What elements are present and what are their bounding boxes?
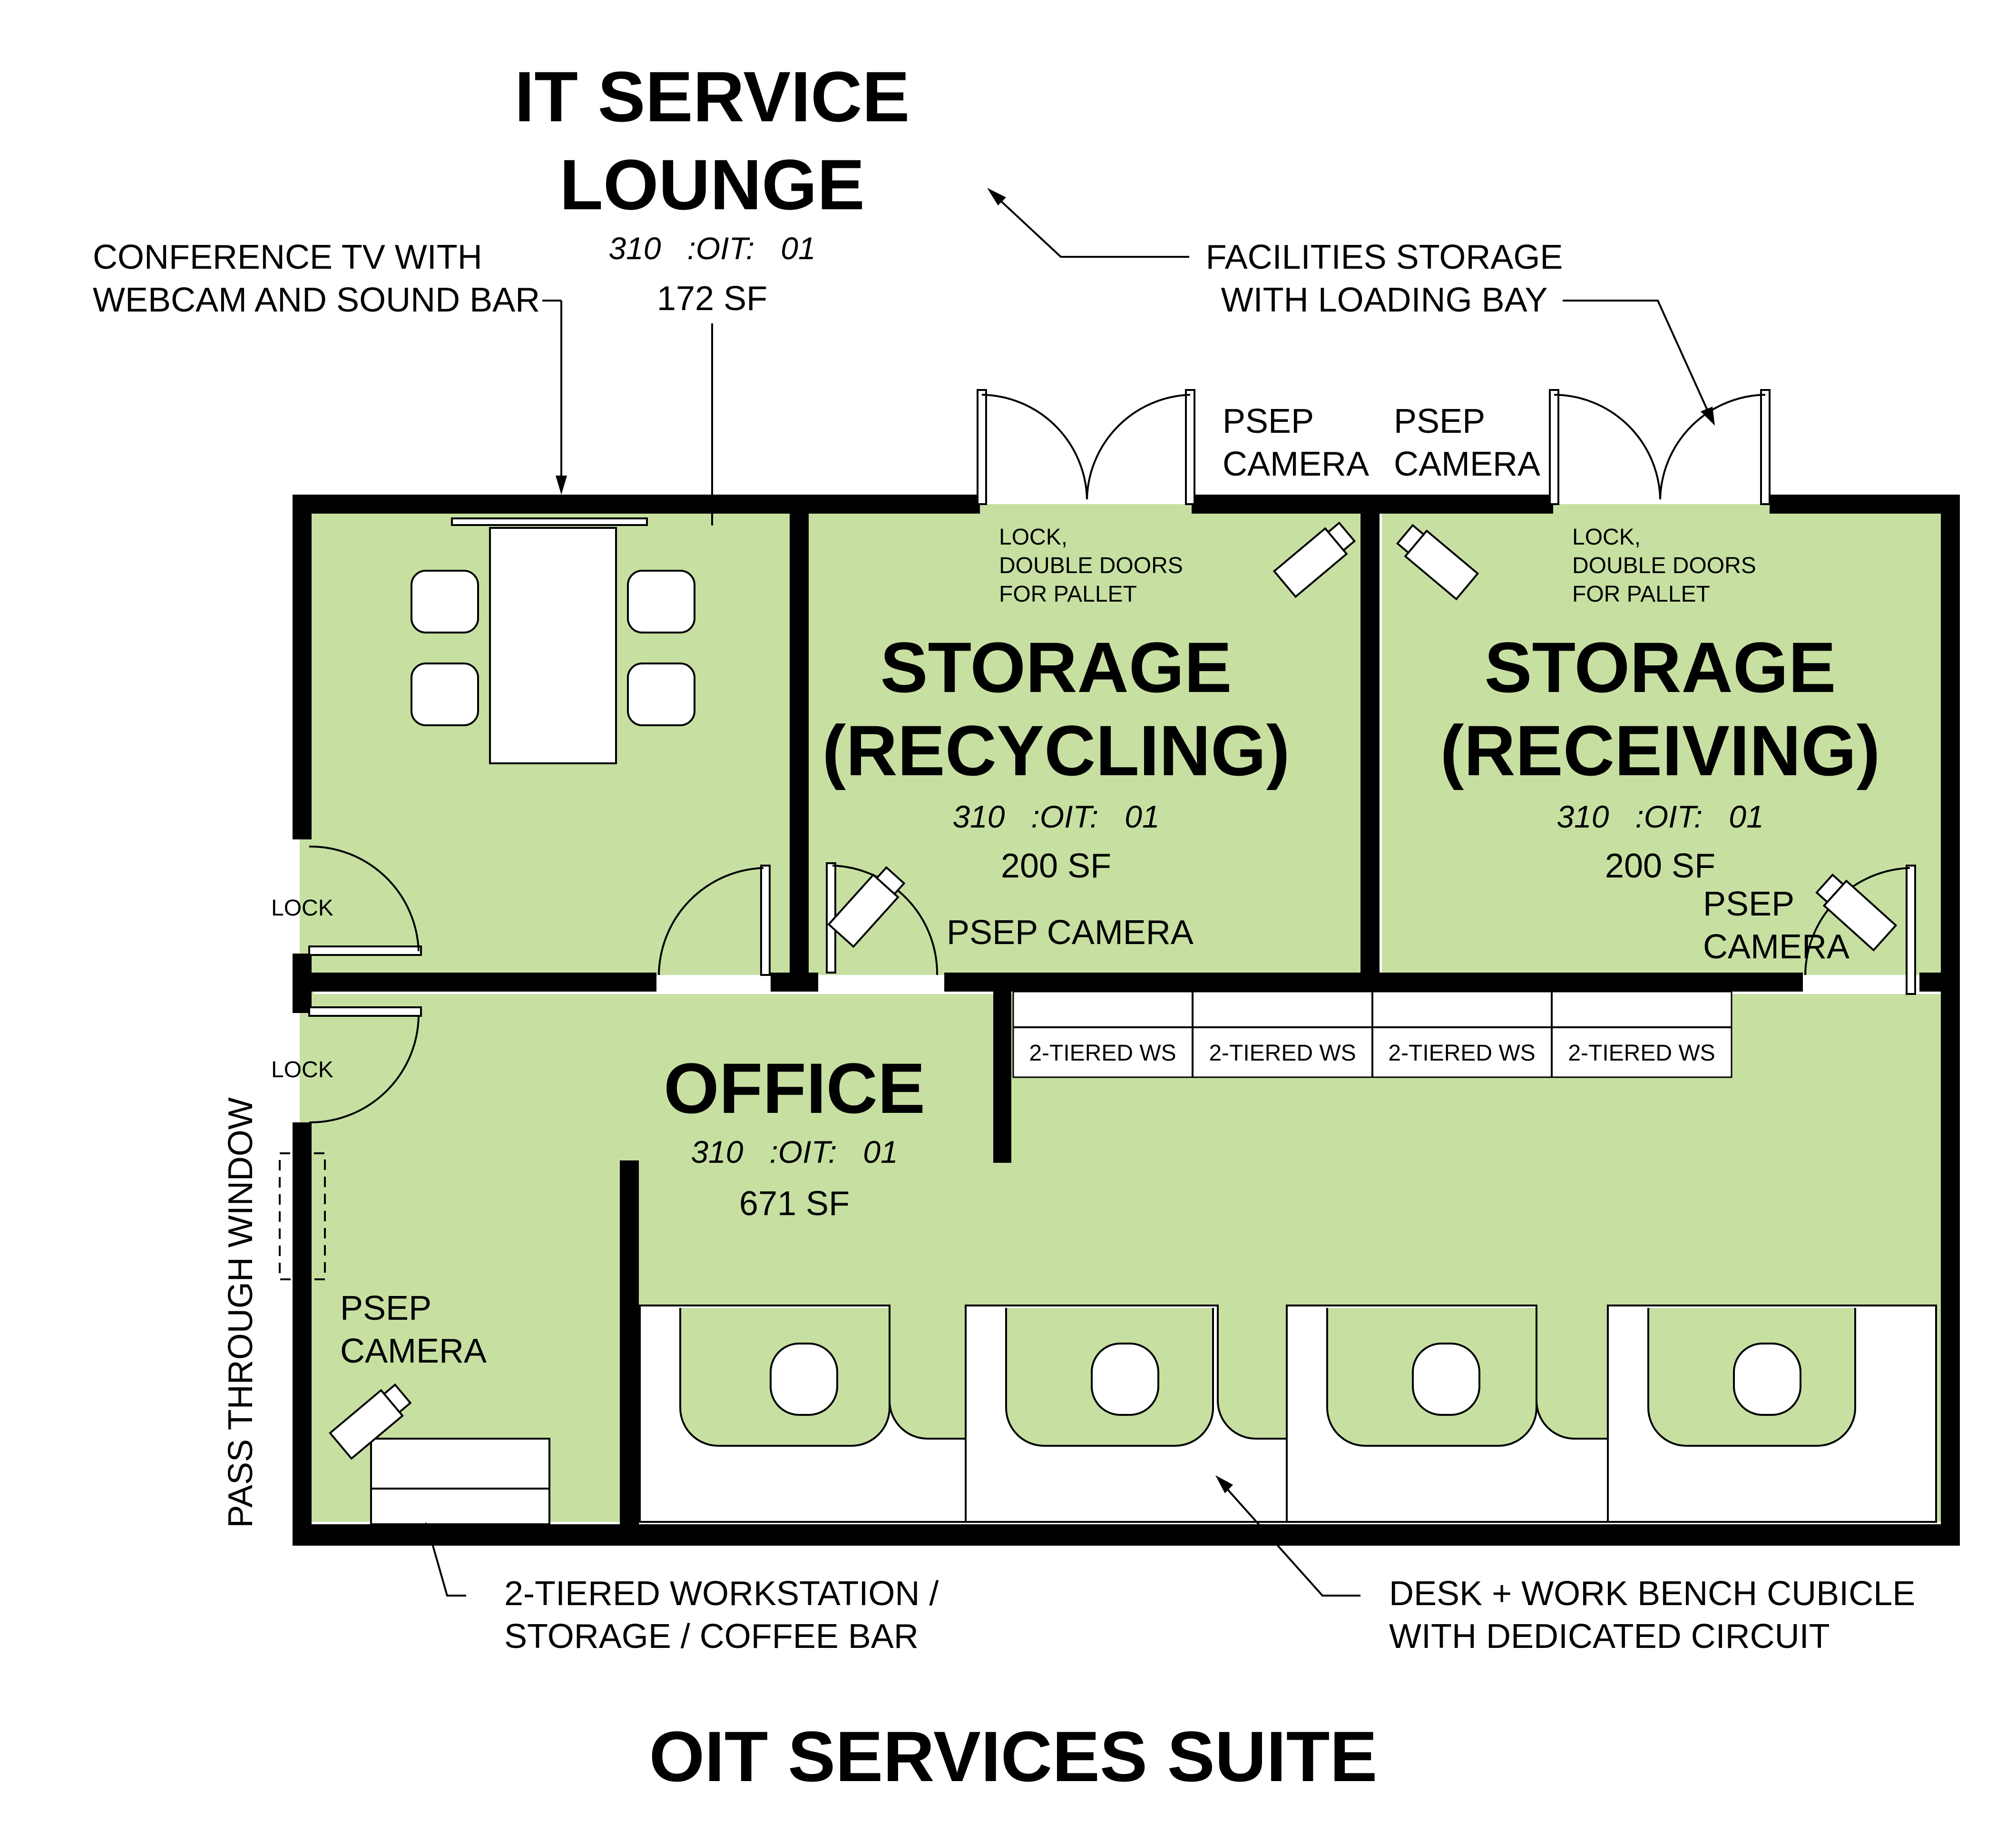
lounge-name-line1: IT SERVICE: [515, 57, 910, 136]
workstation-row: [1012, 991, 1732, 1078]
note-desk-2: WITH DEDICATED CIRCUIT: [1389, 1617, 1830, 1656]
camera-label: CAMERA: [1703, 928, 1850, 966]
lock-double-note-3: FOR PALLET: [1572, 582, 1710, 607]
ws-label: 2-TIERED WS: [1209, 1041, 1356, 1066]
room-recycling: [809, 511, 1360, 975]
psep-label: PSEP: [1223, 402, 1314, 440]
camera-icon: [1272, 521, 1356, 598]
recycling-double-doors: [977, 389, 1195, 505]
office-chairs: [770, 1343, 1801, 1416]
receiving-double-doors: [1549, 389, 1771, 505]
recycling-area: 200 SF: [1001, 847, 1111, 885]
chair: [627, 662, 695, 726]
note-conference-tv-1: CONFERENCE TV WITH: [93, 238, 482, 276]
leader-lines: [421, 188, 1715, 1597]
psep-label: PSEP: [1394, 402, 1485, 440]
lock-label: LOCK: [271, 896, 333, 921]
camera-icon: [827, 866, 906, 948]
recycling-office-door: [826, 862, 939, 975]
recycling-code: 310 :OIT: 01: [952, 799, 1159, 834]
lounge-code: 310 :OIT: 01: [608, 231, 815, 266]
camera-label: CAMERA: [1394, 445, 1540, 483]
receiving-area: 200 SF: [1605, 847, 1715, 885]
lounge-name-line2: LOUNGE: [559, 145, 865, 224]
note-facilities-2: WITH LOADING BAY: [1221, 281, 1548, 319]
chairs: [411, 570, 695, 726]
receiving-name-line1: STORAGE: [1484, 627, 1836, 707]
camera-icon: [1815, 873, 1898, 952]
cubicle-outlines: [679, 1308, 1856, 1447]
psep-label: PSEP: [340, 1289, 431, 1327]
chair: [1412, 1343, 1480, 1416]
lock-label: LOCK: [271, 1057, 333, 1082]
lounge-door: [308, 845, 422, 956]
pass-through-window-label: PASS THROUGH WINDOW: [222, 1097, 260, 1528]
note-workstation-2: STORAGE / COFFEE BAR: [504, 1617, 919, 1656]
chair: [770, 1343, 838, 1416]
ws-label: 2-TIERED WS: [1568, 1041, 1715, 1066]
chair: [411, 662, 479, 726]
pass-through-window: [279, 1152, 326, 1280]
chair: [411, 570, 479, 633]
lounge-office-door: [658, 865, 771, 976]
lock-double-note-1: LOCK,: [1572, 525, 1641, 550]
office-left-door: [308, 1006, 422, 1124]
door-opening-fill: [1553, 504, 1772, 518]
plan-title: OIT SERVICES SUITE: [649, 1716, 1378, 1796]
interior-walls: [304, 511, 1948, 1531]
note-workstation-1: 2-TIERED WORKSTATION /: [504, 1575, 939, 1613]
chair: [1091, 1343, 1159, 1416]
receiving-name-line2: (RECEIVING): [1440, 711, 1880, 790]
psep-label: PSEP: [1703, 885, 1794, 923]
lounge-area: 172 SF: [657, 280, 767, 318]
recycling-name-line1: STORAGE: [880, 627, 1232, 707]
lock-double-note-3: FOR PALLET: [999, 582, 1137, 607]
coffee-bar: [370, 1438, 550, 1525]
office-area: 671 SF: [739, 1185, 850, 1223]
ws-label: 2-TIERED WS: [1029, 1041, 1176, 1066]
note-conference-tv-2: WEBCAM AND SOUND BAR: [93, 281, 540, 319]
camera-icon: [1396, 524, 1479, 601]
chair: [627, 570, 695, 633]
door-opening-fill: [980, 504, 1194, 518]
chair: [1733, 1343, 1801, 1416]
conference-table: [489, 527, 617, 764]
lock-double-note-1: LOCK,: [999, 525, 1067, 550]
receiving-code: 310 :OIT: 01: [1556, 799, 1763, 834]
recycling-name-line2: (RECYCLING): [822, 711, 1290, 790]
lock-double-note-2: DOUBLE DOORS: [999, 553, 1183, 578]
note-desk-1: DESK + WORK BENCH CUBICLE: [1389, 1575, 1915, 1613]
exterior-walls: [293, 495, 1960, 1546]
ws-label: 2-TIERED WS: [1388, 1041, 1535, 1066]
lock-double-note-2: DOUBLE DOORS: [1572, 553, 1756, 578]
office-name: OFFICE: [664, 1048, 925, 1128]
note-facilities-1: FACILITIES STORAGE: [1206, 238, 1563, 276]
office-code: 310 :OIT: 01: [691, 1134, 898, 1169]
conference-tv: [451, 517, 648, 526]
camera-label: CAMERA: [1223, 445, 1369, 483]
psep-camera-label: PSEP CAMERA: [947, 914, 1194, 952]
camera-icon: [329, 1383, 412, 1460]
camera-label: CAMERA: [340, 1332, 487, 1370]
